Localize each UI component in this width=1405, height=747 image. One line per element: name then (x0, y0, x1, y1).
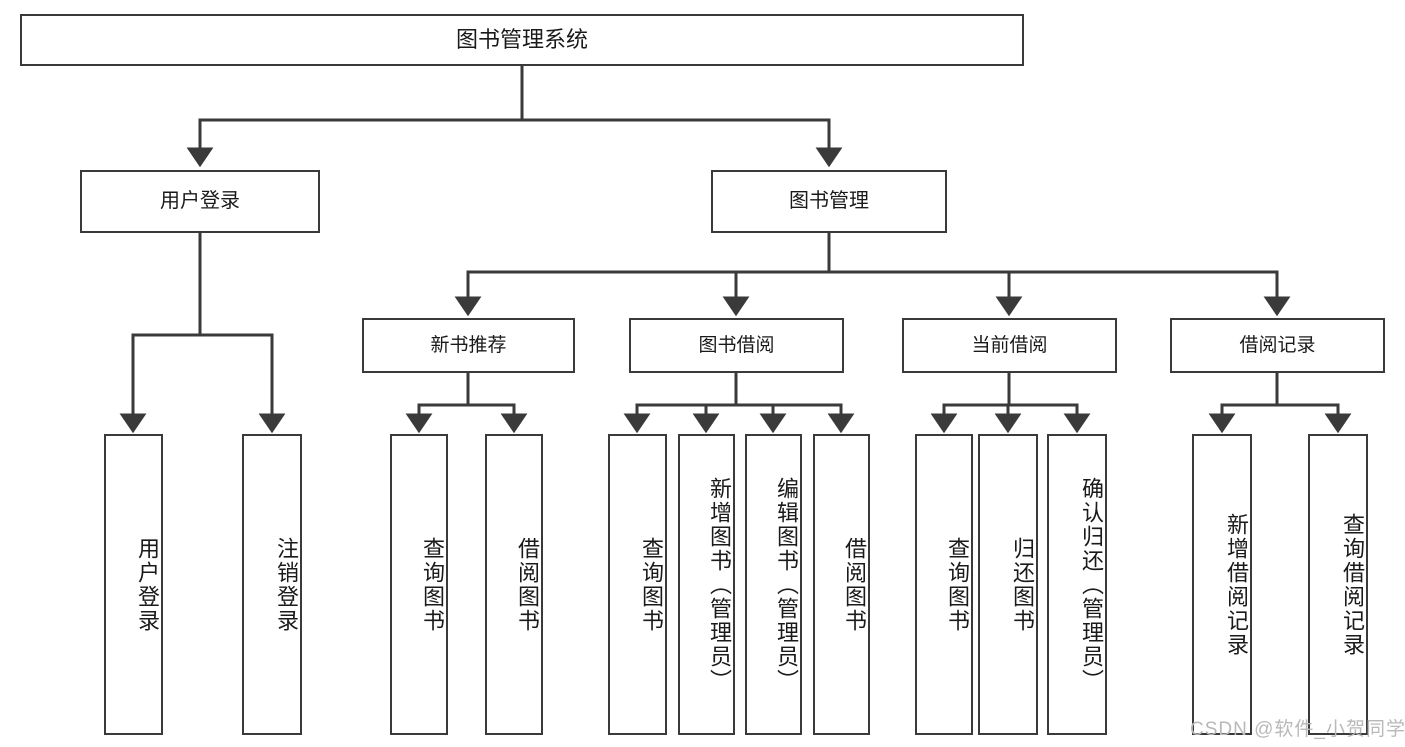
edge-group-user-login (119, 233, 286, 434)
node-label: 借阅图书 (842, 536, 867, 633)
node-label: 归还图书 (1010, 536, 1035, 633)
edge-group-root (186, 66, 843, 168)
node-label: 图书借阅 (698, 334, 775, 356)
watermark: CSDN @软件_小贺同学 (1190, 719, 1405, 740)
node-leaf-return-book[interactable]: 归还图书 (978, 434, 1038, 735)
edge-group-book-borrow (623, 373, 855, 434)
node-leaf-query-book-3[interactable]: 查询图书 (915, 434, 973, 735)
node-book-borrow[interactable]: 图书借阅 (629, 318, 844, 373)
node-leaf-user-login[interactable]: 用户登录 (104, 434, 163, 735)
node-leaf-query-borrow-record[interactable]: 查询借阅记录 (1308, 434, 1368, 735)
node-label: 当前借阅 (971, 334, 1048, 356)
node-current-borrow[interactable]: 当前借阅 (902, 318, 1117, 373)
node-root-system[interactable]: 图书管理系统 (20, 14, 1024, 66)
node-leaf-borrow-book-2[interactable]: 借阅图书 (813, 434, 870, 735)
node-label: 图书管理 (789, 190, 869, 212)
edge-group-book-management (454, 233, 1291, 317)
node-label: 编辑图书（管理员） (774, 476, 799, 693)
node-borrow-record[interactable]: 借阅记录 (1170, 318, 1385, 373)
node-label: 查询图书 (420, 536, 445, 633)
node-leaf-confirm-return-admin[interactable]: 确认归还（管理员） (1047, 434, 1107, 735)
node-book-management[interactable]: 图书管理 (711, 170, 947, 233)
node-leaf-edit-book-admin[interactable]: 编辑图书（管理员） (745, 434, 802, 735)
node-leaf-borrow-book-1[interactable]: 借阅图书 (485, 434, 543, 735)
node-leaf-add-borrow-record[interactable]: 新增借阅记录 (1192, 434, 1252, 735)
node-label: 注销登录 (274, 536, 299, 633)
edge-group-new-book-recommend (405, 373, 528, 434)
node-label: 查询借阅记录 (1340, 512, 1365, 657)
edge-group-current-borrow (930, 373, 1091, 434)
node-label: 借阅图书 (515, 536, 540, 633)
node-new-book-recommend[interactable]: 新书推荐 (362, 318, 575, 373)
node-leaf-query-book-1[interactable]: 查询图书 (390, 434, 448, 735)
node-label: 确认归还（管理员） (1079, 476, 1104, 693)
node-leaf-query-book-2[interactable]: 查询图书 (608, 434, 667, 735)
node-label: 新增图书（管理员） (707, 476, 732, 693)
node-leaf-add-book-admin[interactable]: 新增图书（管理员） (678, 434, 735, 735)
node-label: 用户登录 (135, 536, 160, 633)
node-label: 查询图书 (945, 536, 970, 633)
node-label: 图书管理系统 (455, 27, 588, 53)
node-user-login[interactable]: 用户登录 (80, 170, 320, 233)
node-label: 借阅记录 (1239, 334, 1316, 356)
node-label: 查询图书 (639, 536, 664, 633)
node-label: 新书推荐 (430, 334, 507, 356)
edge-group-borrow-record (1208, 373, 1352, 434)
node-label: 新增借阅记录 (1224, 512, 1249, 657)
node-leaf-logout-login[interactable]: 注销登录 (242, 434, 302, 735)
node-label: 用户登录 (160, 190, 240, 212)
